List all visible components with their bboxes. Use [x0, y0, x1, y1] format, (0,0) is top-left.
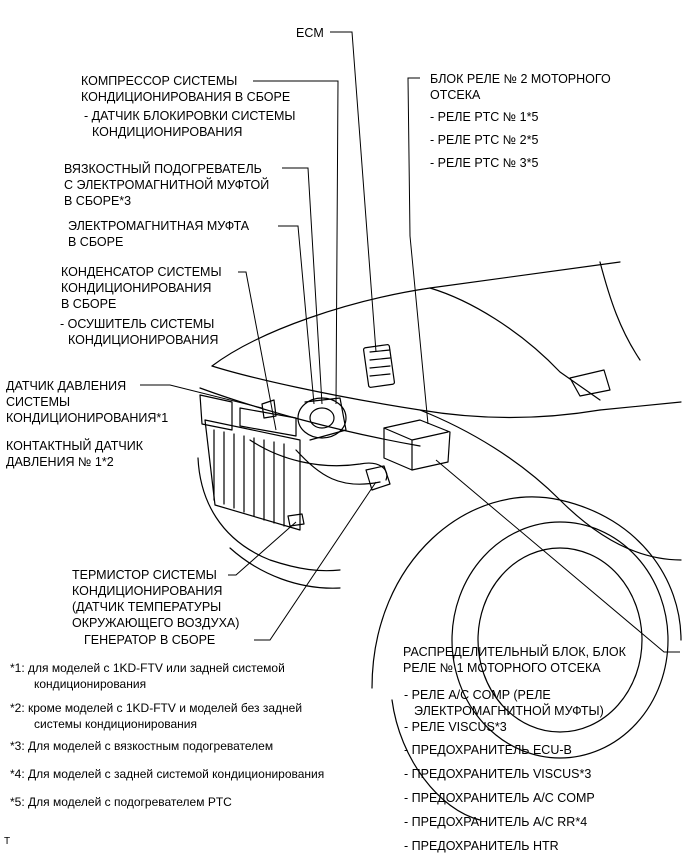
- label-ecm-text: ECM: [296, 26, 324, 40]
- label-condenser-sub-line1: - ОСУШИТЕЛЬ СИСТЕМЫ: [60, 317, 215, 331]
- junction-item-fuse-ecu-b: - ПРЕДОХРАНИТЕЛЬ ECU-B: [404, 743, 572, 757]
- label-thermistor-line2: КОНДИЦИОНИРОВАНИЯ: [72, 584, 223, 598]
- car-wheel: [451, 521, 669, 759]
- condenser-unit: [239, 407, 297, 437]
- label-relay-block2-line2: ОТСЕКА: [430, 88, 481, 102]
- car-front-bumper: [197, 457, 341, 572]
- junction-item-ac-comp-relay-2: ЭЛЕКТРОМАГНИТНОЙ МУФТЫ): [414, 704, 604, 718]
- engine-pipes: [249, 439, 388, 485]
- label-relay-block2: БЛОК РЕЛЕ № 2 МОТОРНОГО ОТСЕКА: [430, 71, 611, 103]
- corner-mark: T: [4, 836, 11, 847]
- relay-ptc-2: - РЕЛЕ PTC № 2*5: [430, 133, 539, 147]
- thermistor-unit: [287, 513, 305, 527]
- car-body-side: [599, 401, 682, 411]
- label-condenser-sub-line2: КОНДИЦИОНИРОВАНИЯ: [68, 333, 219, 347]
- footnote-4: *4: Для моделей с задней системой кондиц…: [10, 767, 325, 781]
- label-thermistor: ТЕРМИСТОР СИСТЕМЫ КОНДИЦИОНИРОВАНИЯ (ДАТ…: [72, 567, 239, 631]
- label-junction-items: - РЕЛЕ A/C COMP (РЕЛЕ ЭЛЕКТРОМАГНИТНОЙ М…: [404, 687, 604, 862]
- label-condenser-line3: В СБОРЕ: [61, 297, 117, 311]
- label-pressure-switch: КОНТАКТНЫЙ ДАТЧИК ДАВЛЕНИЯ № 1*2: [6, 438, 143, 470]
- label-generator-text: ГЕНЕРАТОР В СБОРЕ: [84, 633, 216, 647]
- label-compressor: КОМПРЕССОР СИСТЕМЫ КОНДИЦИОНИРОВАНИЯ В С…: [81, 73, 290, 105]
- label-compressor-sub-line2: КОНДИЦИОНИРОВАНИЯ: [92, 125, 243, 139]
- label-pressure-line1: ДАТЧИК ДАВЛЕНИЯ: [6, 379, 127, 393]
- label-pressure-sensor: ДАТЧИК ДАВЛЕНИЯ СИСТЕМЫ КОНДИЦИОНИРОВАНИ…: [6, 378, 168, 426]
- label-pressure-line2: СИСТЕМЫ: [6, 395, 71, 409]
- label-generator: ГЕНЕРАТОР В СБОРЕ: [84, 632, 215, 648]
- car-bumper-lower: [229, 547, 341, 589]
- footnote-2-line2: системы кондиционирования: [34, 717, 198, 731]
- label-compressor-sub-line1: - ДАТЧИК БЛОКИРОВКИ СИСТЕМЫ: [84, 109, 296, 123]
- car-roof-outline: [211, 261, 621, 367]
- junction-item-fuse-viscus: - ПРЕДОХРАНИТЕЛЬ VISCUS*3: [404, 767, 592, 781]
- junction-item-viscus-relay: - РЕЛЕ VISCUS*3: [404, 720, 507, 734]
- footnote-1-line2: кондиционирования: [34, 677, 147, 691]
- label-compressor-sub: - ДАТЧИК БЛОКИРОВКИ СИСТЕМЫ КОНДИЦИОНИРО…: [84, 108, 296, 140]
- label-junction-line2: РЕЛЕ № 1 МОТОРНОГО ОТСЕКА: [403, 661, 601, 675]
- footnote-2: *2: кроме моделей с 1KD-FTV и моделей бе…: [10, 700, 324, 738]
- junction-item-fuse-htr: - ПРЕДОХРАНИТЕЛЬ HTR: [404, 839, 559, 853]
- label-thermistor-line1: ТЕРМИСТОР СИСТЕМЫ: [72, 568, 217, 582]
- leader-clutch: [278, 225, 315, 405]
- car-wheel-arch: [371, 496, 682, 689]
- label-viscous-line1: ВЯЗКОСТНЫЙ ПОДОГРЕВАТЕЛЬ: [64, 162, 262, 176]
- leader-generator: [254, 481, 377, 641]
- label-junction-line1: РАСПРЕДЕЛИТЕЛЬНЫЙ БЛОК, БЛОК: [403, 645, 626, 659]
- leader-thermistor: [228, 521, 297, 576]
- label-switch-line1: КОНТАКТНЫЙ ДАТЧИК: [6, 439, 143, 453]
- leader-condenser: [238, 271, 277, 431]
- label-compressor-line1: КОМПРЕССОР СИСТЕМЫ: [81, 74, 238, 88]
- car-hood-edge: [199, 387, 421, 447]
- label-condenser: КОНДЕНСАТОР СИСТЕМЫ КОНДИЦИОНИРОВАНИЯ В …: [61, 264, 222, 312]
- junction-block-unit: [383, 419, 451, 471]
- generator-unit: [365, 465, 391, 491]
- leader-junction: [435, 459, 680, 653]
- label-compressor-line2: КОНДИЦИОНИРОВАНИЯ В СБОРЕ: [81, 90, 291, 104]
- label-switch-line2: ДАВЛЕНИЯ № 1*2: [6, 455, 114, 469]
- label-clutch-line2: В СБОРЕ: [68, 235, 124, 249]
- label-condenser-sub: - ОСУШИТЕЛЬ СИСТЕМЫ КОНДИЦИОНИРОВАНИЯ: [60, 316, 218, 348]
- junction-item-fuse-ac-comp: - ПРЕДОХРАНИТЕЛЬ A/C COMP: [404, 791, 595, 805]
- label-condenser-line1: КОНДЕНСАТОР СИСТЕМЫ: [61, 265, 222, 279]
- label-thermistor-line4: ОКРУЖАЮЩЕГО ВОЗДУХА): [72, 616, 240, 630]
- footnote-3: *3: Для моделей с вязкостным подогревате…: [10, 739, 274, 753]
- junction-item-fuse-ac-rr: - ПРЕДОХРАНИТЕЛЬ A/C RR*4: [404, 815, 588, 829]
- car-headlight-left: [199, 394, 233, 431]
- label-junction-block: РАСПРЕДЕЛИТЕЛЬНЫЙ БЛОК, БЛОК РЕЛЕ № 1 МО…: [403, 644, 626, 676]
- label-clutch-line1: ЭЛЕКТРОМАГНИТНАЯ МУФТА: [68, 219, 250, 233]
- label-viscous-heater: ВЯЗКОСТНЫЙ ПОДОГРЕВАТЕЛЬ С ЭЛЕКТРОМАГНИТ…: [64, 161, 269, 209]
- label-magnetic-clutch: ЭЛЕКТРОМАГНИТНАЯ МУФТА В СБОРЕ: [68, 218, 249, 250]
- ecm-unit: [363, 344, 395, 388]
- footnote-2-line1: *2: кроме моделей с 1KD-FTV и моделей бе…: [10, 701, 303, 715]
- leader-ecm: [330, 31, 377, 353]
- footnote-5: *5: Для моделей с подогревателем PTC: [10, 795, 232, 809]
- label-relay-block2-items: - РЕЛЕ PTC № 1*5 - РЕЛЕ PTC № 2*5 - РЕЛЕ…: [430, 106, 538, 175]
- label-thermistor-line3: (ДАТЧИК ТЕМПЕРАТУРЫ: [72, 600, 222, 614]
- car-a-pillar: [599, 261, 641, 361]
- footnote-1-line1: *1: для моделей с 1KD-FTV или задней сис…: [10, 661, 285, 675]
- junction-item-ac-comp-relay: - РЕЛЕ A/C COMP (РЕЛЕ: [404, 688, 551, 702]
- relay-ptc-3: - РЕЛЕ PTC № 3*5: [430, 156, 539, 170]
- label-relay-block2-line1: БЛОК РЕЛЕ № 2 МОТОРНОГО: [430, 72, 611, 86]
- car-windshield: [429, 287, 601, 401]
- label-condenser-line2: КОНДИЦИОНИРОВАНИЯ: [61, 281, 212, 295]
- leader-viscous: [282, 167, 323, 405]
- car-mirror: [569, 369, 611, 397]
- leader-compressor: [253, 80, 339, 405]
- car-fender-right: [419, 409, 682, 561]
- leader-pressure: [140, 384, 263, 409]
- label-ecm: ECM: [296, 25, 324, 41]
- label-viscous-line2: С ЭЛЕКТРОМАГНИТНОЙ МУФТОЙ: [64, 178, 270, 192]
- leader-relay-block2: [407, 77, 429, 425]
- car-hood: [211, 365, 601, 419]
- leader-lines: [140, 31, 680, 653]
- label-pressure-line3: КОНДИЦИОНИРОВАНИЯ*1: [6, 411, 169, 425]
- relay-ptc-1: - РЕЛЕ PTC № 1*5: [430, 110, 539, 124]
- footnote-1: *1: для моделей с 1KD-FTV или задней сис…: [10, 660, 324, 700]
- label-viscous-line3: В СБОРЕ*3: [64, 194, 132, 208]
- footnotes: *1: для моделей с 1KD-FTV или задней сис…: [10, 660, 324, 810]
- car-grille: [204, 419, 301, 531]
